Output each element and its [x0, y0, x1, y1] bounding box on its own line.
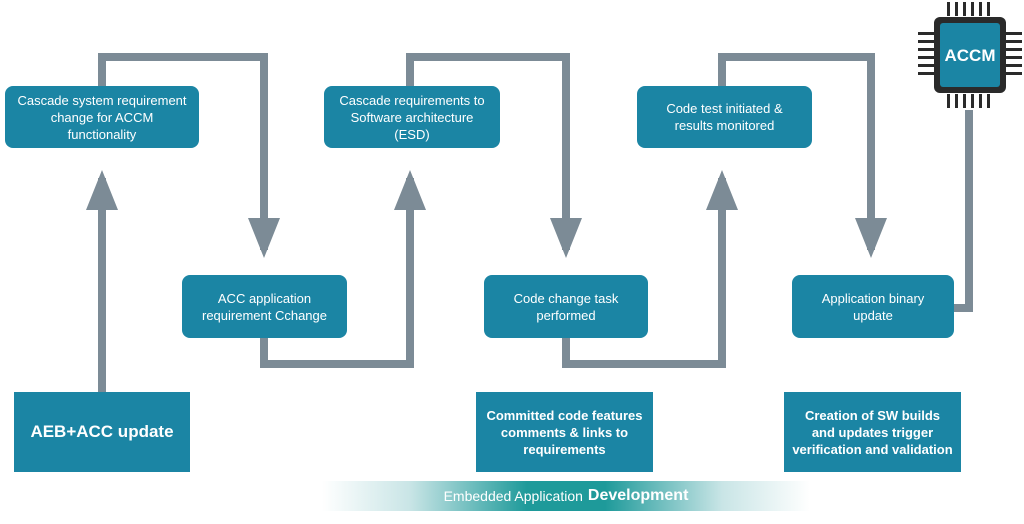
- step-cascade-software: Cascade requirements to Software archite…: [324, 86, 500, 148]
- accm-chip-icon: ACCM: [918, 2, 1022, 108]
- note-sw-builds: Creation of SW builds and updates trigge…: [784, 392, 961, 472]
- connector-1: [98, 53, 280, 258]
- banner-text: Embedded Application: [443, 488, 583, 504]
- connector-5: [718, 53, 887, 258]
- step-app-binary: Application binary update: [792, 275, 954, 338]
- step-code-test: Code test initiated & results monitored: [637, 86, 812, 148]
- step-cascade-system: Cascade system requirement change for AC…: [5, 86, 199, 148]
- note-committed-code: Committed code features comments & links…: [476, 392, 653, 472]
- note-aeb-acc-update: AEB+ACC update: [14, 392, 190, 472]
- chip-label: ACCM: [945, 46, 996, 65]
- connector-4: [562, 170, 738, 368]
- connector-3: [406, 53, 582, 258]
- banner-bold-text: Development: [587, 487, 689, 504]
- connector-2: [260, 170, 426, 368]
- step-acc-application: ACC application requirement Cchange: [182, 275, 347, 338]
- connector-6: [954, 110, 973, 312]
- banner: Embedded Application Development: [322, 481, 810, 511]
- step-code-change: Code change task performed: [484, 275, 648, 338]
